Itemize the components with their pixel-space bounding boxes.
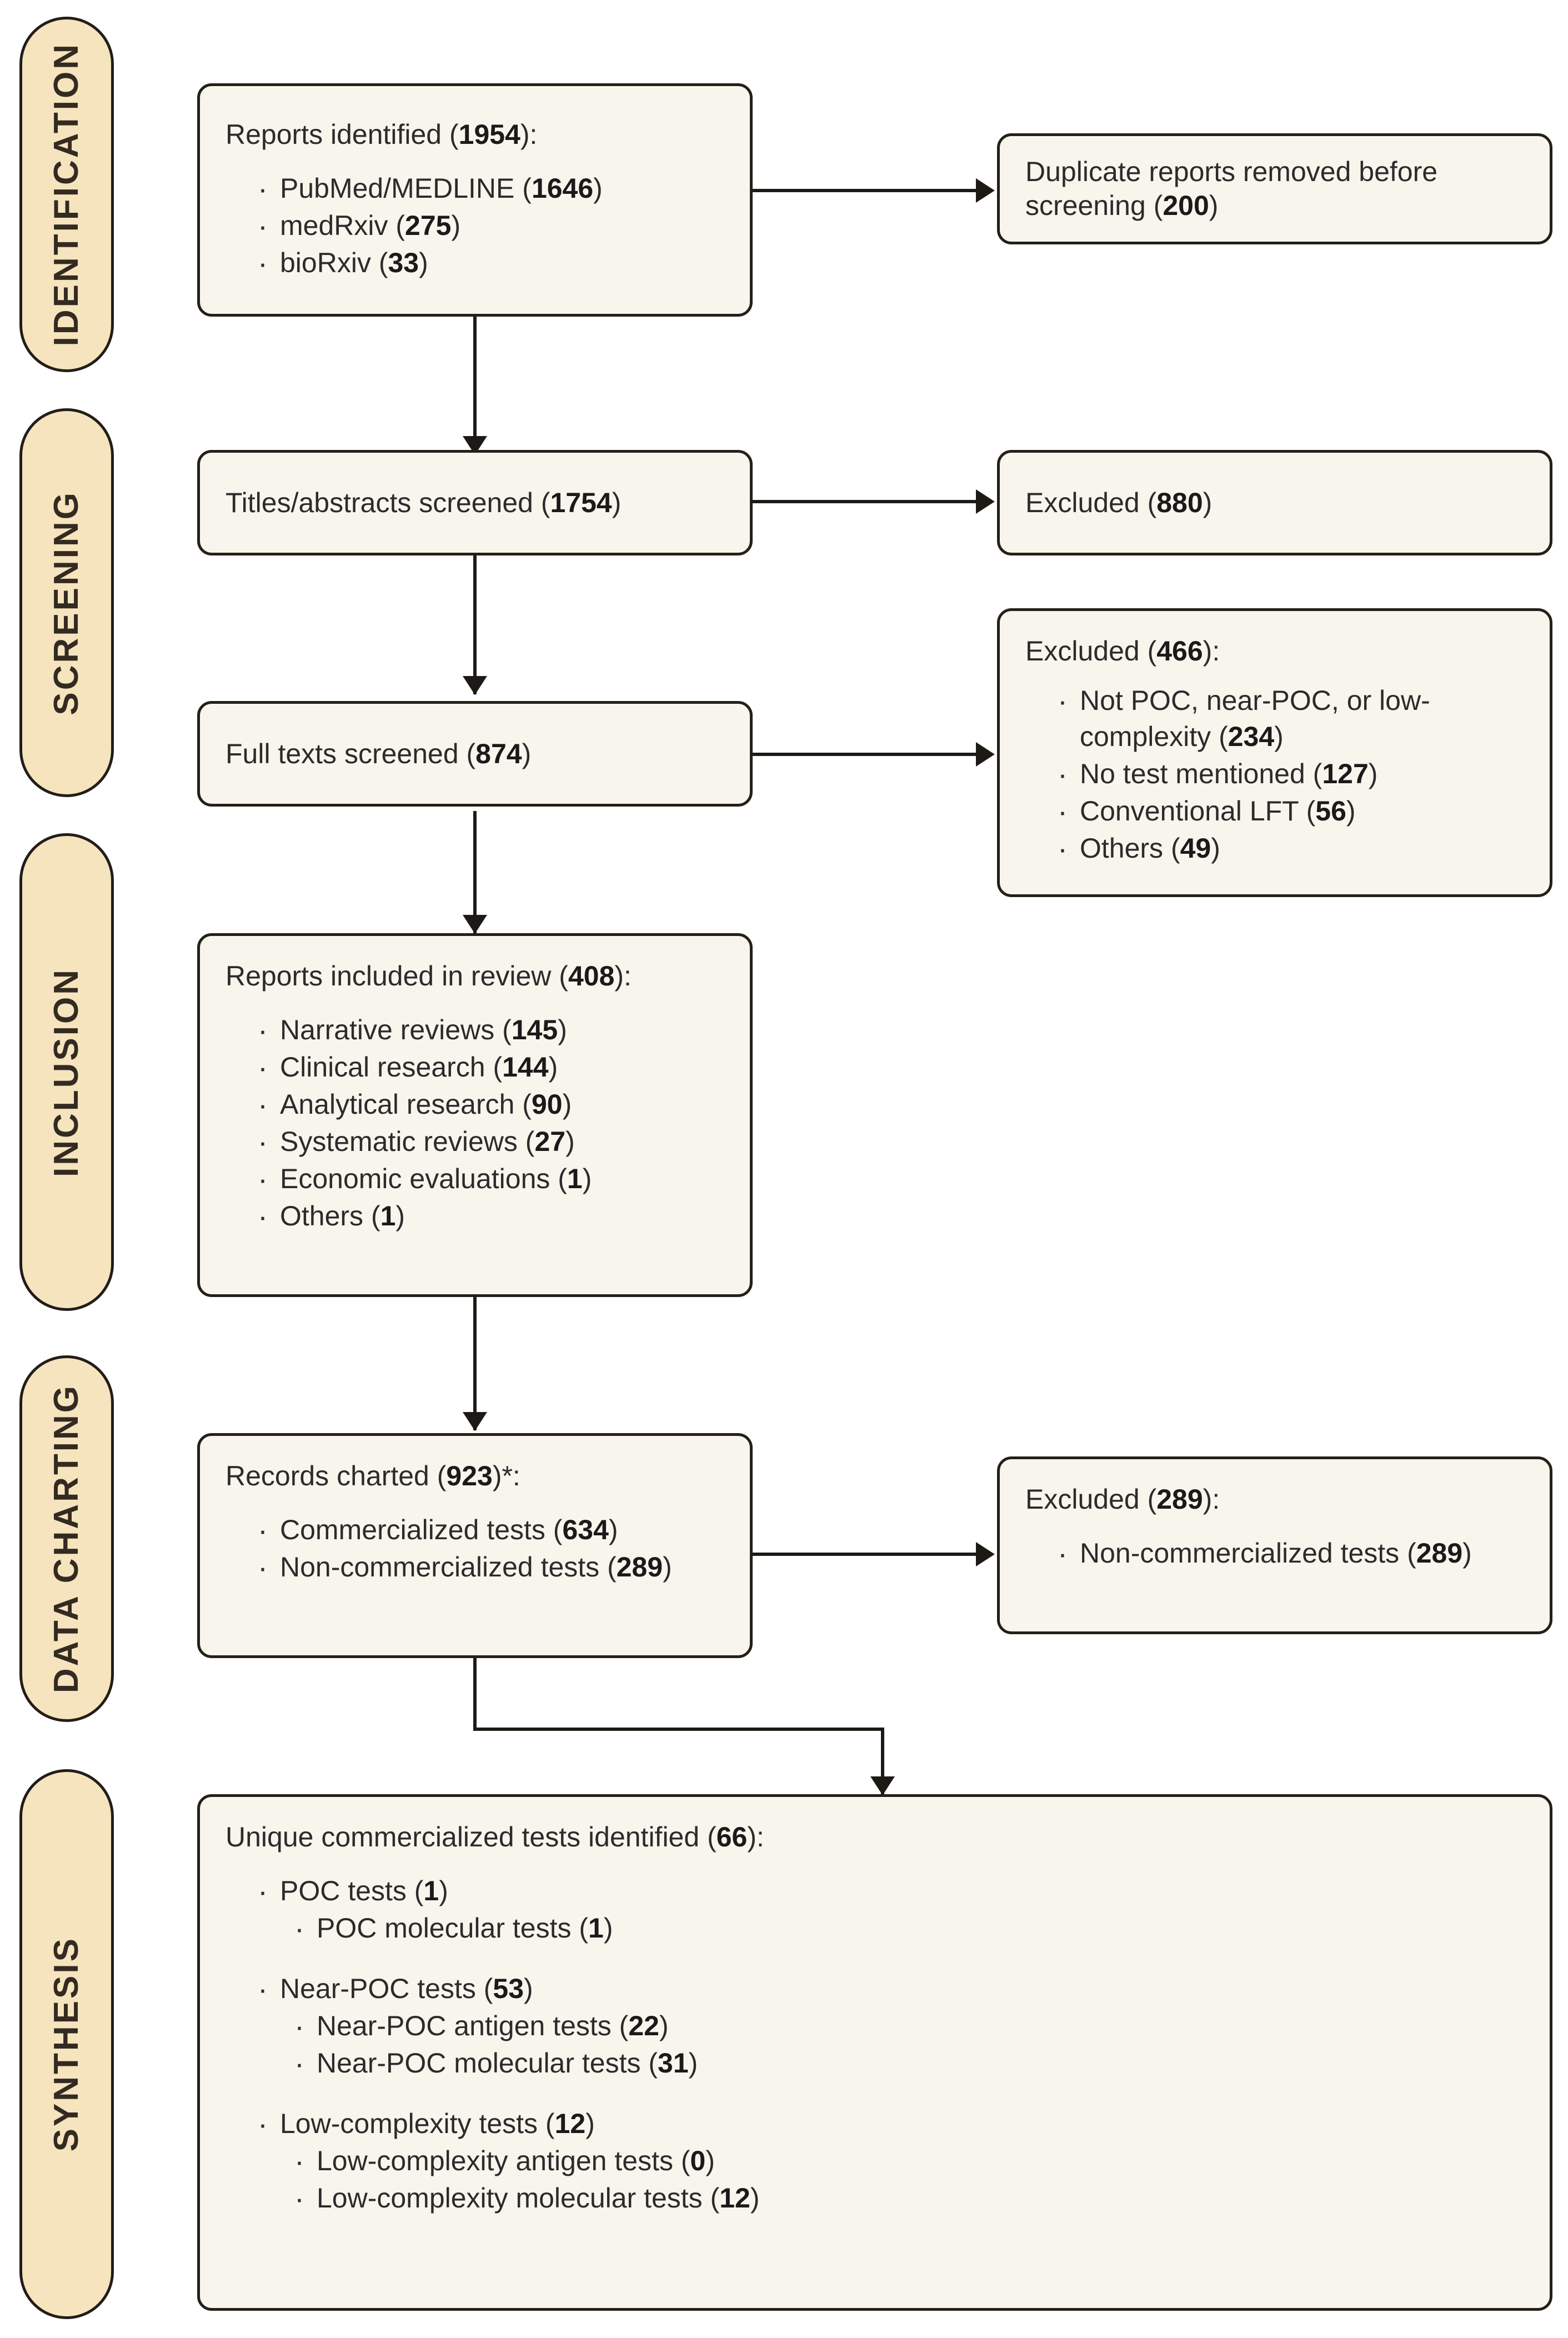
list-item: Conventional LFT (56) [1054,792,1524,831]
box-title-records-charted: Records charted (923)*: [226,1460,520,1491]
box-sublist-poc-tests: POC molecular tests (1) [226,1909,1524,1948]
list-item: Non-commercialized tests (289) [254,1548,724,1587]
list-item: POC molecular tests (1) [291,1909,1524,1948]
box-duplicates-removed: Duplicate reports removed before screeni… [997,133,1552,244]
box-title-excluded-466: Excluded (466): [1025,635,1220,667]
box-list-near-poc-tests: Near-POC tests (53) [226,1970,1524,2009]
list-item: Low-complexity antigen tests (0) [291,2142,1524,2181]
connector-fulltexts-to-excluded466 [753,753,980,756]
box-list-reports-identified: PubMed/MEDLINE (1646) medRxiv (275) bioR… [226,169,724,283]
box-list-low-complexity-tests: Low-complexity tests (12) [226,2105,1524,2144]
list-item: Narrative reviews (145) [254,1011,724,1050]
box-title-excluded-880: Excluded (880) [1025,487,1213,518]
connector-fulltexts-to-included [473,811,477,933]
arrowhead-to-duplicates [976,178,995,203]
box-title-reports-included: Reports included in review (408): [226,960,632,992]
list-item: Low-complexity tests (12) [254,2105,1524,2144]
box-title-duplicates-removed: Duplicate reports removed before screeni… [1025,156,1438,221]
box-excluded-466: Excluded (466): Not POC, near-POC, or lo… [997,608,1552,897]
list-item: Others (49) [1054,829,1524,868]
box-list-excluded-289: Non-commercialized tests (289) [1025,1534,1524,1573]
list-item: POC tests (1) [254,1872,1524,1911]
stage-pill-identification: IDENTIFICATION [19,17,114,372]
connector-identified-to-duplicates [753,189,980,192]
box-title-reports-identified: Reports identified (1954): [226,119,538,150]
connector-charted-down [473,1658,477,1730]
arrowhead-to-fulltexts [463,676,487,695]
list-item: Near-POC antigen tests (22) [291,2007,1524,2046]
box-reports-identified: Reports identified (1954): PubMed/MEDLIN… [197,83,753,317]
stage-label-screening: SCREENING [47,490,86,715]
box-unique-commercialized-tests: Unique commercialized tests identified (… [197,1794,1552,2311]
list-item: Systematic reviews (27) [254,1123,724,1162]
box-title-full-texts-screened: Full texts screened (874) [226,738,532,769]
box-titles-abstracts-screened: Titles/abstracts screened (1754) [197,450,753,555]
arrowhead-to-excluded466 [976,742,995,767]
box-full-texts-screened: Full texts screened (874) [197,701,753,807]
list-item: Near-POC molecular tests (31) [291,2044,1524,2083]
list-item: Economic evaluations (1) [254,1160,724,1199]
box-list-reports-included: Narrative reviews (145) Clinical researc… [226,1011,724,1236]
box-title-unique-tests: Unique commercialized tests identified (… [226,1821,764,1853]
stage-pill-inclusion: INCLUSION [19,833,114,1311]
box-sublist-near-poc-tests: Near-POC antigen tests (22) Near-POC mol… [226,2007,1524,2083]
box-sublist-low-complexity-tests: Low-complexity antigen tests (0) Low-com… [226,2142,1524,2218]
box-list-excluded-466: Not POC, near-POC, or low-complexity (23… [1025,682,1524,868]
stage-label-synthesis: SYNTHESIS [47,1936,86,2152]
list-item: Not POC, near-POC, or low-complexity (23… [1054,682,1524,755]
arrowhead-to-excluded289 [976,1542,995,1566]
connector-titles-to-fulltexts [473,555,477,694]
connector-charted-right [473,1728,884,1731]
stage-pill-data-charting: DATA CHARTING [19,1355,114,1722]
stage-pill-screening: SCREENING [19,408,114,797]
list-item: Low-complexity molecular tests (12) [291,2179,1524,2218]
box-title-titles-abstracts-screened: Titles/abstracts screened (1754) [226,487,622,518]
box-excluded-880: Excluded (880) [997,450,1552,555]
list-item: bioRxiv (33) [254,244,724,283]
arrowhead-to-excluded880 [976,489,995,514]
list-item: PubMed/MEDLINE (1646) [254,169,724,208]
connector-identified-to-titles [473,316,477,454]
box-title-excluded-289: Excluded (289): [1025,1484,1220,1515]
connector-titles-to-excluded880 [753,500,980,503]
list-item: Analytical research (90) [254,1085,724,1124]
list-item: Commercialized tests (634) [254,1511,724,1550]
arrowhead-to-included [463,915,487,934]
list-item: Others (1) [254,1197,724,1236]
arrowhead-to-synthesis [870,1776,895,1795]
list-item: medRxiv (275) [254,207,724,246]
connector-charted-to-synthesis [881,1728,884,1794]
box-list-poc-tests: POC tests (1) [226,1872,1524,1911]
stage-label-identification: IDENTIFICATION [47,42,86,347]
list-item: Non-commercialized tests (289) [1054,1534,1524,1573]
stage-label-inclusion: INCLUSION [47,967,86,1177]
box-reports-included: Reports included in review (408): Narrat… [197,933,753,1297]
connector-included-to-charted [473,1297,477,1430]
list-item: Near-POC tests (53) [254,1970,1524,2009]
connector-charted-to-excluded289 [753,1553,980,1556]
box-excluded-289: Excluded (289): Non-commercialized tests… [997,1456,1552,1634]
box-list-records-charted: Commercialized tests (634) Non-commercia… [226,1511,724,1587]
list-item: Clinical research (144) [254,1048,724,1087]
stage-label-data-charting: DATA CHARTING [47,1384,86,1694]
box-records-charted: Records charted (923)*: Commercialized t… [197,1433,753,1658]
stage-pill-synthesis: SYNTHESIS [19,1769,114,2319]
arrowhead-to-charted [463,1412,487,1431]
list-item: No test mentioned (127) [1054,755,1524,794]
